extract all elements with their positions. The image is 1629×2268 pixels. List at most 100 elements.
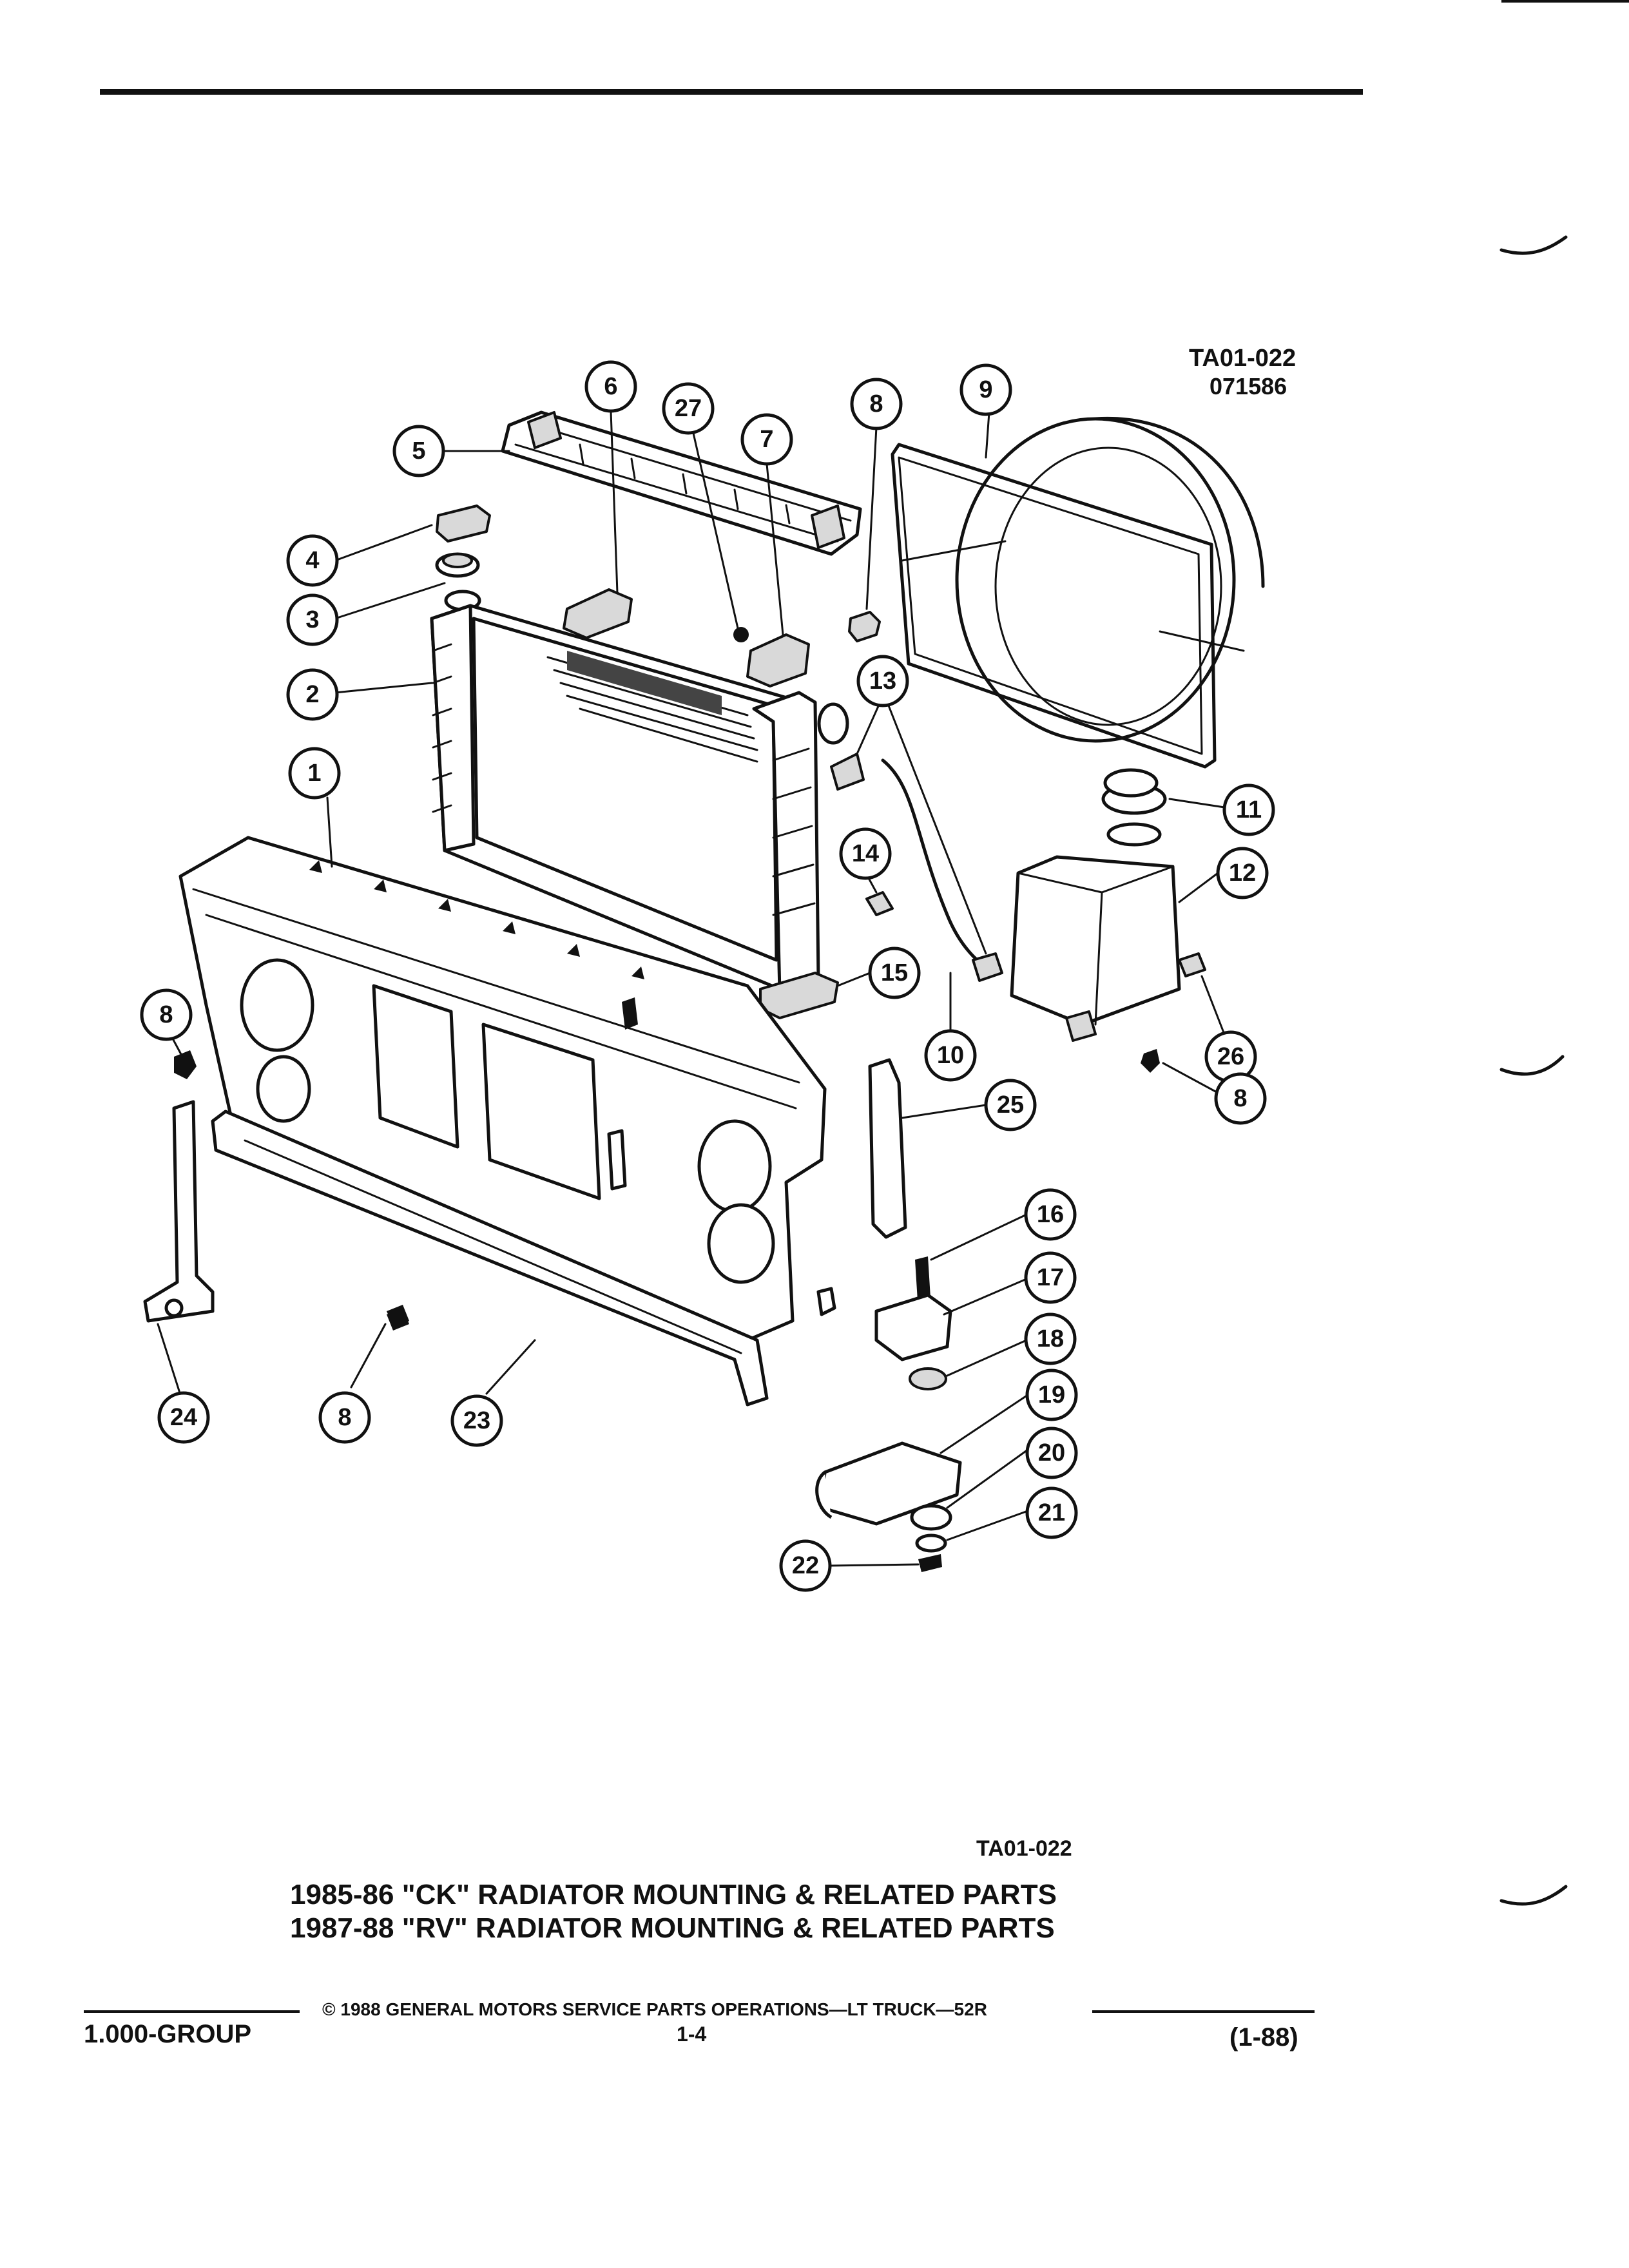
overflow-hose <box>881 758 988 968</box>
callout-7: 7 <box>740 413 793 466</box>
footer-revision: (1-88) <box>1229 2023 1298 2052</box>
radiator-cap-clip <box>436 505 491 543</box>
callout-8-right: 8 <box>1214 1072 1267 1125</box>
svg-text:25: 25 <box>997 1091 1024 1119</box>
svg-text:5: 5 <box>412 437 425 465</box>
svg-text:3: 3 <box>305 606 319 633</box>
svg-text:13: 13 <box>869 668 896 695</box>
svg-text:8: 8 <box>869 390 883 418</box>
svg-text:1: 1 <box>307 760 321 787</box>
svg-text:22: 22 <box>792 1552 819 1579</box>
callout-17: 17 <box>1024 1251 1077 1304</box>
svg-text:15: 15 <box>881 959 908 986</box>
callout-19: 19 <box>1025 1369 1078 1421</box>
corner-rule <box>1501 0 1629 3</box>
callout-27: 27 <box>662 382 715 435</box>
callout-16: 16 <box>1024 1188 1077 1241</box>
svg-text:12: 12 <box>1229 860 1256 887</box>
upper-insulator-right <box>746 633 810 687</box>
radiator-cap <box>435 552 481 611</box>
callout-4: 4 <box>286 534 339 587</box>
figure-code-top: TA01-022 <box>1189 345 1296 372</box>
radiator <box>430 604 849 994</box>
margin-mark-3 <box>1499 1885 1568 1906</box>
leader-lines <box>157 410 1226 1567</box>
svg-text:8: 8 <box>1233 1085 1247 1112</box>
hose-fitting-right <box>972 952 1003 982</box>
svg-text:8: 8 <box>338 1404 351 1431</box>
footer-rule-right <box>1092 2010 1315 2013</box>
svg-text:9: 9 <box>979 376 992 403</box>
svg-text:10: 10 <box>937 1042 964 1069</box>
svg-text:7: 7 <box>760 426 773 453</box>
callout-23: 23 <box>450 1394 503 1447</box>
callout-3: 3 <box>286 593 339 646</box>
footer-rule-left <box>84 2010 300 2013</box>
svg-text:8: 8 <box>159 1001 173 1028</box>
svg-text:23: 23 <box>463 1407 490 1434</box>
caption-line-2: 1987-88 "RV" RADIATOR MOUNTING & RELATED… <box>290 1912 1055 1944</box>
svg-text:16: 16 <box>1037 1201 1064 1228</box>
svg-text:11: 11 <box>1236 796 1262 823</box>
callout-20: 20 <box>1025 1427 1078 1479</box>
svg-text:19: 19 <box>1038 1381 1065 1408</box>
footer-group: 1.000-GROUP <box>84 2020 251 2048</box>
callout-21: 21 <box>1025 1486 1078 1539</box>
callout-6: 6 <box>584 360 637 413</box>
svg-text:20: 20 <box>1038 1439 1065 1466</box>
svg-text:2: 2 <box>305 681 319 708</box>
callout-13: 13 <box>856 655 909 707</box>
bolt-left <box>174 1050 197 1079</box>
reservoir-cap <box>1101 768 1167 847</box>
footer-page: 1-4 <box>677 2023 706 2046</box>
coolant-reservoir <box>1010 855 1181 1042</box>
svg-text:27: 27 <box>675 395 702 422</box>
caption-line-1: 1985-86 "CK" RADIATOR MOUNTING & RELATED… <box>290 1879 1057 1910</box>
svg-text:21: 21 <box>1038 1499 1065 1526</box>
svg-text:24: 24 <box>170 1404 197 1431</box>
reservoir-clip <box>1178 952 1206 977</box>
support-brace <box>143 1100 215 1323</box>
footer-copyright: © 1988 GENERAL MOTORS SERVICE PARTS OPER… <box>322 1999 987 2019</box>
body-mount-stack <box>815 1256 962 1572</box>
callout-12: 12 <box>1216 847 1269 899</box>
callout-11: 11 <box>1222 783 1275 836</box>
margin-mark-2 <box>1499 1055 1565 1076</box>
callout-2: 2 <box>286 668 339 721</box>
hose-fitting-left <box>830 753 865 791</box>
figure-date-code: 071586 <box>1210 373 1287 399</box>
callout-8-top: 8 <box>850 378 903 430</box>
upper-insulator-left <box>563 588 633 639</box>
svg-text:17: 17 <box>1037 1264 1064 1291</box>
radiator-support <box>178 836 836 1342</box>
callout-25: 25 <box>984 1079 1037 1131</box>
bolt-top <box>848 611 881 642</box>
callouts: 1 2 3 4 5 6 27 7 8 9 13 11 12 14 15 10 2… <box>140 360 1275 1592</box>
figure-code-bottom: TA01-022 <box>976 1836 1072 1861</box>
bolt-right <box>1141 1049 1160 1073</box>
callout-1: 1 <box>288 747 341 800</box>
illustration <box>143 410 1265 1572</box>
callout-22: 22 <box>779 1539 832 1592</box>
svg-text:4: 4 <box>305 547 319 574</box>
margin-mark-1 <box>1499 235 1568 255</box>
drain-cock <box>865 891 894 916</box>
bolt-27 <box>733 627 749 642</box>
callout-8-left: 8 <box>140 988 193 1041</box>
svg-text:14: 14 <box>852 840 879 867</box>
upper-support-bar <box>501 410 862 556</box>
callout-15: 15 <box>868 947 921 999</box>
svg-text:18: 18 <box>1037 1325 1064 1352</box>
callout-18: 18 <box>1024 1312 1077 1365</box>
fan-shroud <box>891 416 1265 769</box>
callout-10: 10 <box>924 1029 977 1082</box>
callout-5: 5 <box>392 425 445 477</box>
top-rule <box>100 89 1363 95</box>
svg-text:26: 26 <box>1217 1043 1244 1070</box>
bolt-bottom <box>387 1305 409 1329</box>
callout-9: 9 <box>959 363 1012 416</box>
side-bracket <box>868 1058 907 1239</box>
callout-8-bottom: 8 <box>318 1391 371 1444</box>
callout-14: 14 <box>839 827 892 880</box>
